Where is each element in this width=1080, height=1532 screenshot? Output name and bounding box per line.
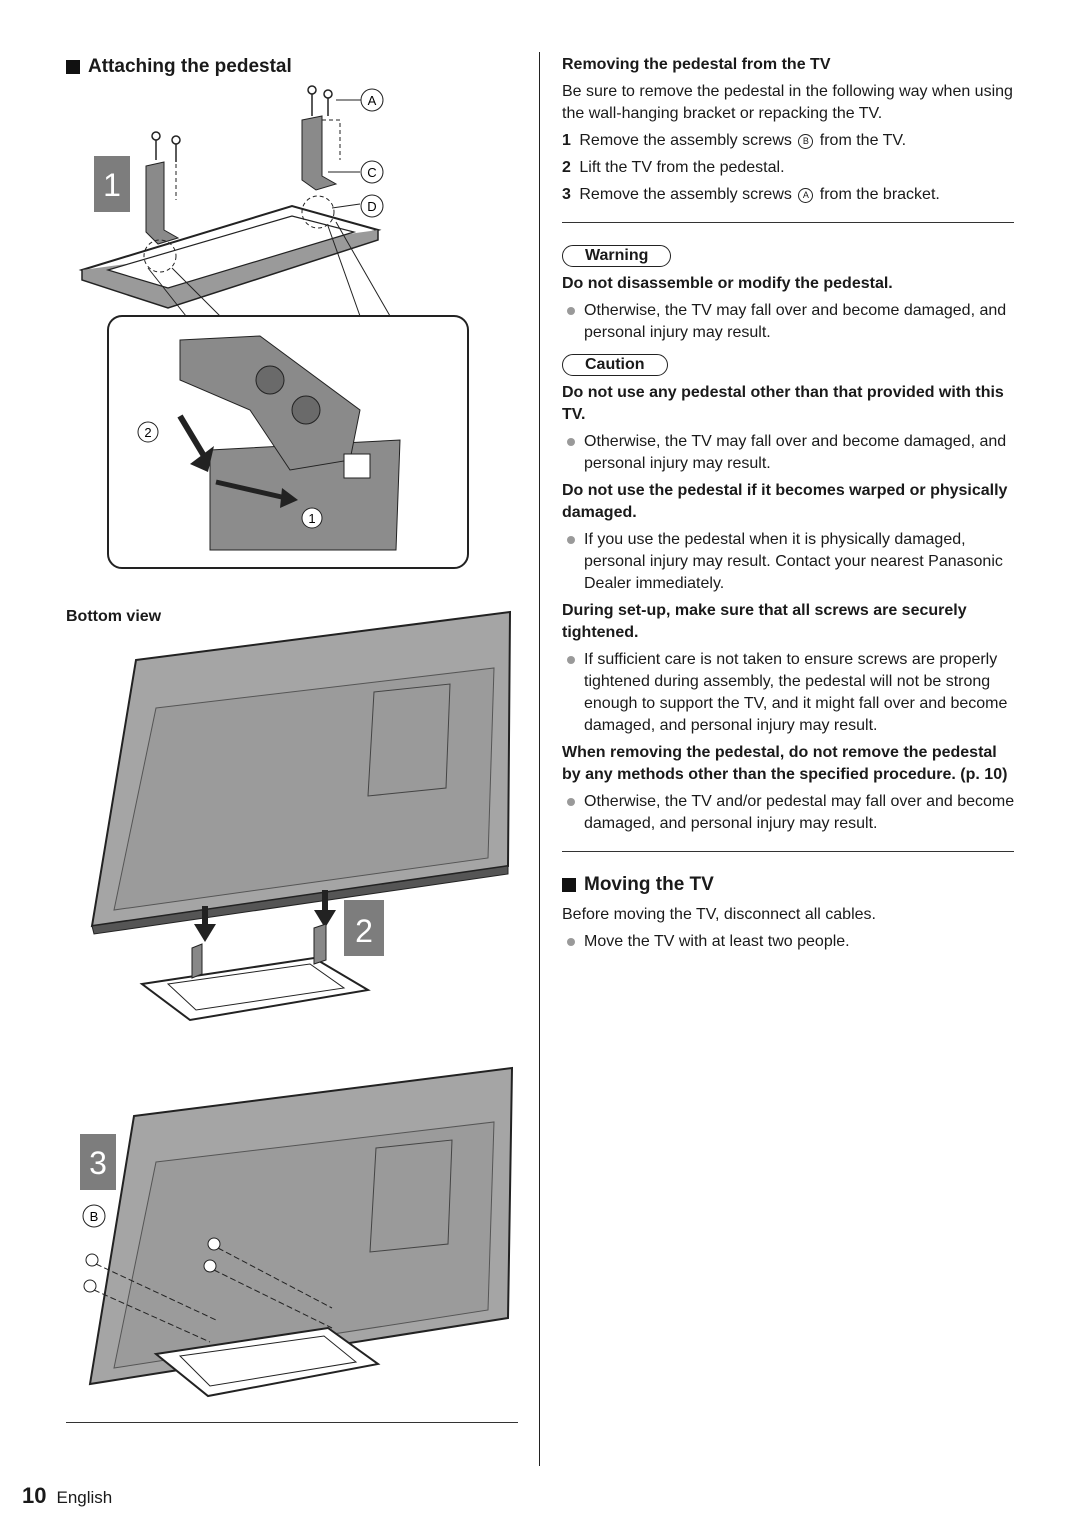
moving-title-text: Moving the TV [584, 874, 714, 895]
footer-language: English [56, 1488, 113, 1507]
marker-a-icon: A [798, 188, 814, 203]
removing-step-1: 1 Remove the assembly screws B from the … [562, 132, 907, 149]
warning-heading: Do not disassemble or modify the pedesta… [562, 275, 893, 292]
step-number: 1 [562, 132, 571, 149]
step-2-label: 2 [355, 913, 373, 949]
removing-step-3: 3 Remove the assembly screws A from the … [562, 186, 940, 203]
caution-bullet-4: Otherwise, the TV and/or pedestal may fa… [562, 791, 1017, 835]
left-bottom-rule [66, 1422, 518, 1423]
right-rule-2 [562, 851, 1014, 852]
inset-marker-2: 2 [144, 425, 151, 440]
step-3-label: 3 [89, 1145, 107, 1181]
right-rule-1 [562, 222, 1014, 223]
moving-intro: Before moving the TV, disconnect all cab… [562, 906, 876, 923]
attaching-title-text: Attaching the pedestal [88, 56, 292, 77]
moving-bullet: Move the TV with at least two people. [562, 931, 1017, 953]
caution-heading-1: Do not use any pedestal other than that … [562, 384, 1004, 423]
tv-back-screws-figure: 3 B [80, 1066, 514, 1398]
page-number: 10 [22, 1483, 47, 1508]
warning-badge: Warning [562, 245, 672, 267]
caution-bullet-2: If you use the pedestal when it is physi… [562, 529, 1017, 595]
label-c: C [367, 165, 376, 180]
pedestal-assembly-figure: 1 A C D 2 1 [78, 85, 469, 569]
right-column: Removing the pedestal from the TV Be sur… [562, 54, 1017, 953]
step-1-label: 1 [103, 167, 121, 203]
column-divider [539, 52, 540, 1466]
section-title-attaching: Attaching the pedestal [66, 56, 292, 78]
caution-heading-3: During set-up, make sure that all screws… [562, 602, 967, 641]
removing-intro: Be sure to remove the pedestal in the fo… [562, 83, 1013, 122]
section-square-icon [66, 60, 80, 74]
inset-marker-1: 1 [308, 511, 315, 526]
step-number: 2 [562, 159, 571, 176]
label-d: D [367, 199, 376, 214]
tv-back-pedestal-figure: 2 [90, 610, 512, 1022]
caution-bullet-3: If sufficient care is not taken to ensur… [562, 649, 1017, 737]
step-number: 3 [562, 186, 571, 203]
caution-heading-4: When removing the pedestal, do not remov… [562, 744, 1008, 783]
section-title-moving: Moving the TV [562, 874, 1017, 896]
label-b: B [90, 1209, 99, 1224]
removing-step-2: 2 Lift the TV from the pedestal. [562, 159, 785, 176]
label-a: A [368, 93, 377, 108]
warning-bullet: Otherwise, the TV may fall over and beco… [562, 300, 1017, 344]
caution-badge: Caution [562, 354, 668, 376]
marker-b-icon: B [798, 134, 814, 149]
caution-heading-2: Do not use the pedestal if it becomes wa… [562, 482, 1008, 521]
caution-bullet-1: Otherwise, the TV may fall over and beco… [562, 431, 1017, 475]
section-square-icon [562, 878, 576, 892]
removing-heading: Removing the pedestal from the TV [562, 56, 831, 73]
bottom-view-label: Bottom view [66, 608, 162, 625]
page-footer: 10 English [22, 1483, 112, 1509]
